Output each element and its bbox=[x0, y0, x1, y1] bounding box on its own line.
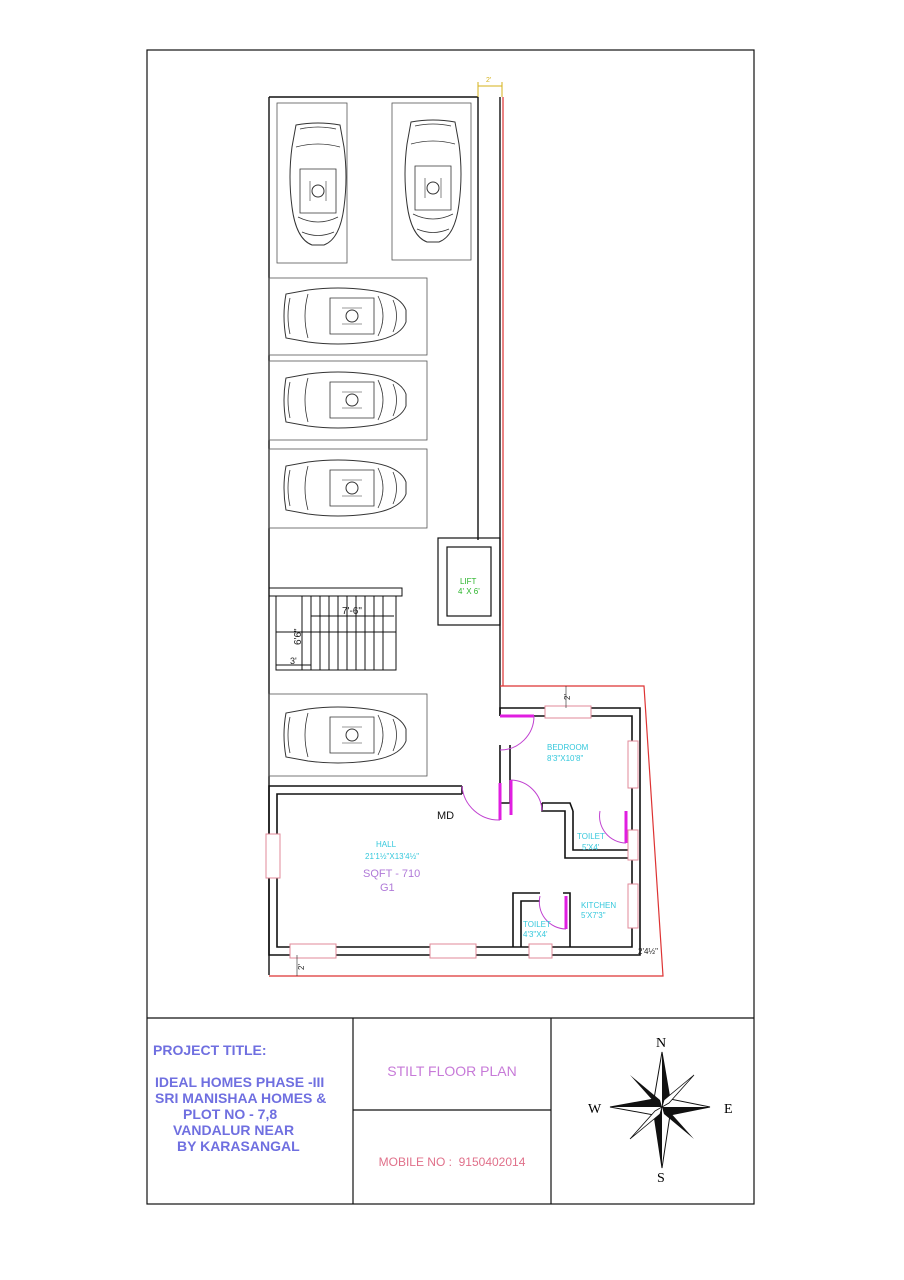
hall-size: 21'1½"X13'4½" bbox=[365, 852, 419, 861]
top-dimension-label: 2' bbox=[486, 77, 491, 84]
toilet2-size: 4'3"X4' bbox=[523, 930, 548, 939]
compass-east: E bbox=[724, 1102, 733, 1117]
project-line: PLOT NO - 7,8 bbox=[183, 1106, 278, 1122]
lift: LIFT 4' X 6' bbox=[437, 537, 501, 626]
project-line: VANDALUR NEAR bbox=[173, 1122, 295, 1138]
project-line: SRI MANISHAA HOMES & bbox=[155, 1090, 327, 1106]
car-6 bbox=[283, 706, 407, 764]
sheet-border bbox=[146, 49, 755, 1205]
title-block-lines bbox=[147, 1017, 754, 1204]
setback-bottom: 2' bbox=[297, 964, 306, 970]
stairs-landing: 3' bbox=[290, 656, 297, 666]
kitchen-label: KITCHEN bbox=[581, 901, 616, 910]
doors bbox=[461, 714, 628, 930]
car-2 bbox=[405, 120, 461, 242]
car-3 bbox=[283, 287, 407, 345]
north-compass-icon: N S E W bbox=[588, 1036, 733, 1186]
hall-label: HALL bbox=[376, 840, 397, 849]
parking-slots bbox=[268, 102, 472, 777]
project-title-label: PROJECT TITLE: bbox=[153, 1042, 267, 1058]
kitchen-size: 5'X7'3" bbox=[581, 911, 606, 920]
compass-west: W bbox=[588, 1102, 602, 1117]
bedroom-size: 8'3"X10'8" bbox=[547, 754, 583, 763]
hall-sqft: SQFT - 710 bbox=[363, 868, 420, 880]
stairs-length: 7'-6" bbox=[342, 606, 362, 617]
toilet1-label: TOILET bbox=[577, 832, 605, 841]
lift-size: 4' X 6' bbox=[458, 587, 480, 596]
toilet2-label: TOILET bbox=[523, 920, 551, 929]
setback-right: 2'4½" bbox=[638, 947, 658, 956]
project-line: IDEAL HOMES PHASE -III bbox=[155, 1074, 325, 1090]
compass-north: N bbox=[656, 1036, 666, 1051]
mobile-number: MOBILE NO : 9150402014 bbox=[378, 1155, 526, 1169]
project-details: IDEAL HOMES PHASE -III SRI MANISHAA HOME… bbox=[153, 1074, 353, 1154]
compass-south: S bbox=[657, 1171, 665, 1186]
unit-label: G1 bbox=[380, 882, 395, 894]
top-dimension: 2' bbox=[477, 77, 503, 97]
main-door-label: MD bbox=[437, 810, 454, 822]
project-line: BY KARASANGAL bbox=[177, 1138, 300, 1154]
staircase bbox=[268, 587, 403, 671]
site-boundary bbox=[269, 685, 664, 977]
toilet1-size: 5'X4' bbox=[582, 843, 600, 852]
car-5 bbox=[283, 459, 407, 517]
car-1 bbox=[290, 123, 346, 245]
stairs-width: 6'6" bbox=[293, 628, 304, 645]
drawing-title: STILT FLOOR PLAN bbox=[387, 1063, 517, 1079]
car-4 bbox=[283, 371, 407, 429]
windows bbox=[265, 705, 639, 959]
bedroom-label: BEDROOM bbox=[547, 743, 589, 752]
lift-label: LIFT bbox=[460, 577, 477, 586]
setback-top: 2' bbox=[563, 694, 572, 700]
